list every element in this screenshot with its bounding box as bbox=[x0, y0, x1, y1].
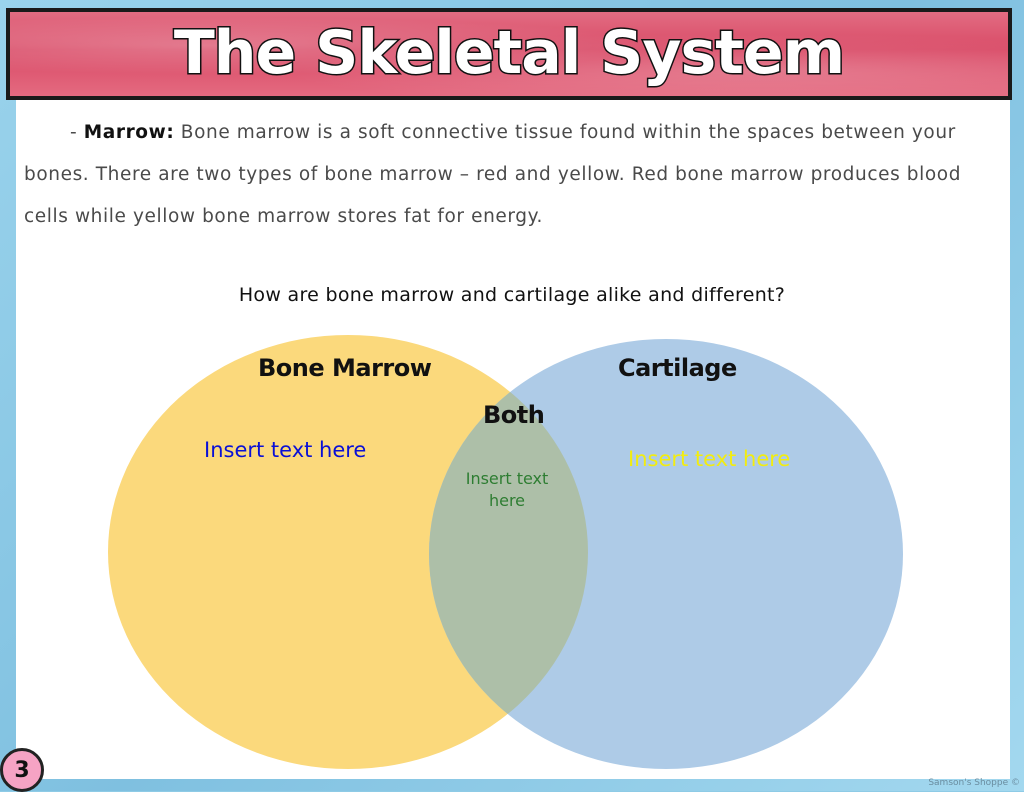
overlap-region bbox=[429, 339, 588, 769]
cartilage-label: Cartilage bbox=[618, 354, 737, 382]
both-label: Both bbox=[483, 401, 545, 429]
bone-marrow-label: Bone Marrow bbox=[258, 354, 432, 382]
title-banner: The Skeletal System bbox=[6, 8, 1012, 100]
credit-text: Samson's Shoppe © bbox=[928, 778, 1020, 788]
cartilage-textbox[interactable]: Insert text here bbox=[628, 447, 791, 471]
page-title: The Skeletal System bbox=[172, 17, 846, 90]
marrow-paragraph: - Marrow: Bone marrow is a soft connecti… bbox=[24, 122, 962, 227]
venn-question: How are bone marrow and cartilage alike … bbox=[238, 284, 786, 306]
both-textbox[interactable]: Insert text here bbox=[465, 469, 549, 510]
paragraph-body: Bone marrow is a soft connective tissue … bbox=[24, 122, 962, 227]
paragraph-prefix: - bbox=[70, 122, 84, 143]
page-number-badge: 3 bbox=[0, 748, 44, 792]
bone-marrow-textbox[interactable]: Insert text here bbox=[204, 438, 367, 462]
paragraph-term: Marrow bbox=[83, 122, 167, 143]
